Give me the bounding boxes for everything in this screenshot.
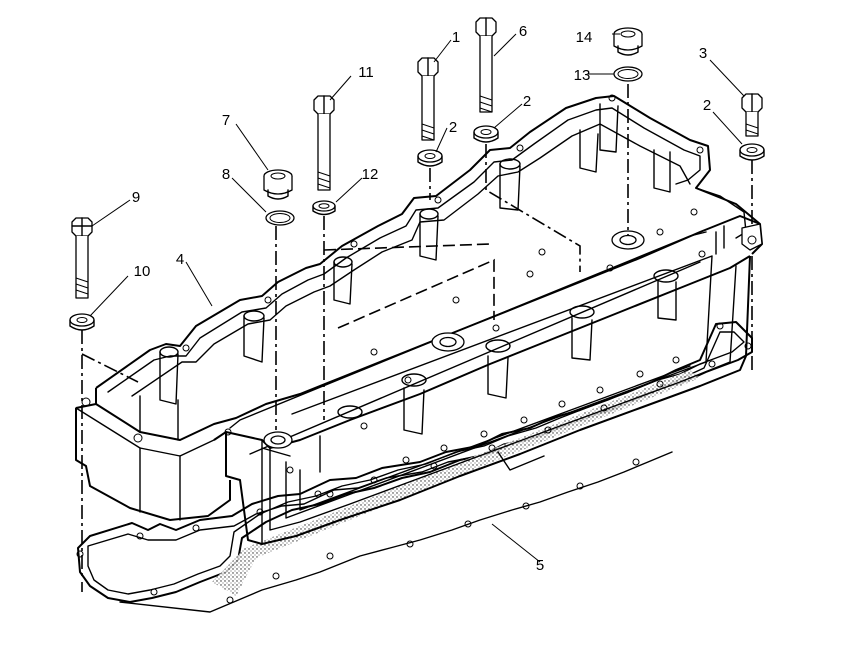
valve-cover — [75, 94, 763, 545]
callout-14: 14 — [576, 29, 593, 46]
callout-9: 9 — [132, 189, 140, 206]
callout-12: 12 — [362, 166, 379, 183]
callout-labels: 1 2 2 2 3 4 5 6 7 8 9 10 11 12 13 14 — [132, 23, 711, 574]
callout-11: 11 — [358, 64, 374, 81]
washer-12 — [312, 200, 336, 216]
plug-7 — [263, 169, 293, 200]
callout-2-middle: 2 — [523, 93, 531, 110]
callout-13: 13 — [574, 67, 591, 84]
plug-14 — [613, 27, 643, 56]
alignment-lines — [81, 84, 753, 592]
washer-2b — [473, 125, 499, 143]
callout-4: 4 — [176, 251, 184, 268]
callout-7: 7 — [222, 112, 230, 129]
washer-10 — [69, 313, 95, 331]
leader-lines — [89, 33, 745, 563]
callout-3: 3 — [699, 45, 707, 62]
callout-8: 8 — [222, 166, 230, 183]
bolt-11 — [313, 95, 335, 191]
washer-2a — [417, 149, 443, 167]
callout-2-left: 2 — [449, 119, 457, 136]
washer-2c — [739, 143, 765, 161]
callout-5: 5 — [536, 557, 544, 574]
callout-10: 10 — [134, 263, 151, 280]
callout-6: 6 — [519, 23, 527, 40]
callout-1: 1 — [452, 29, 460, 46]
bolt-9 — [71, 217, 93, 299]
o-ring-13 — [613, 66, 643, 82]
o-ring-8 — [265, 210, 295, 226]
bolt-1 — [417, 57, 439, 141]
bolt-3 — [741, 93, 763, 137]
bolt-6 — [475, 17, 497, 113]
callout-2-right: 2 — [703, 97, 711, 114]
